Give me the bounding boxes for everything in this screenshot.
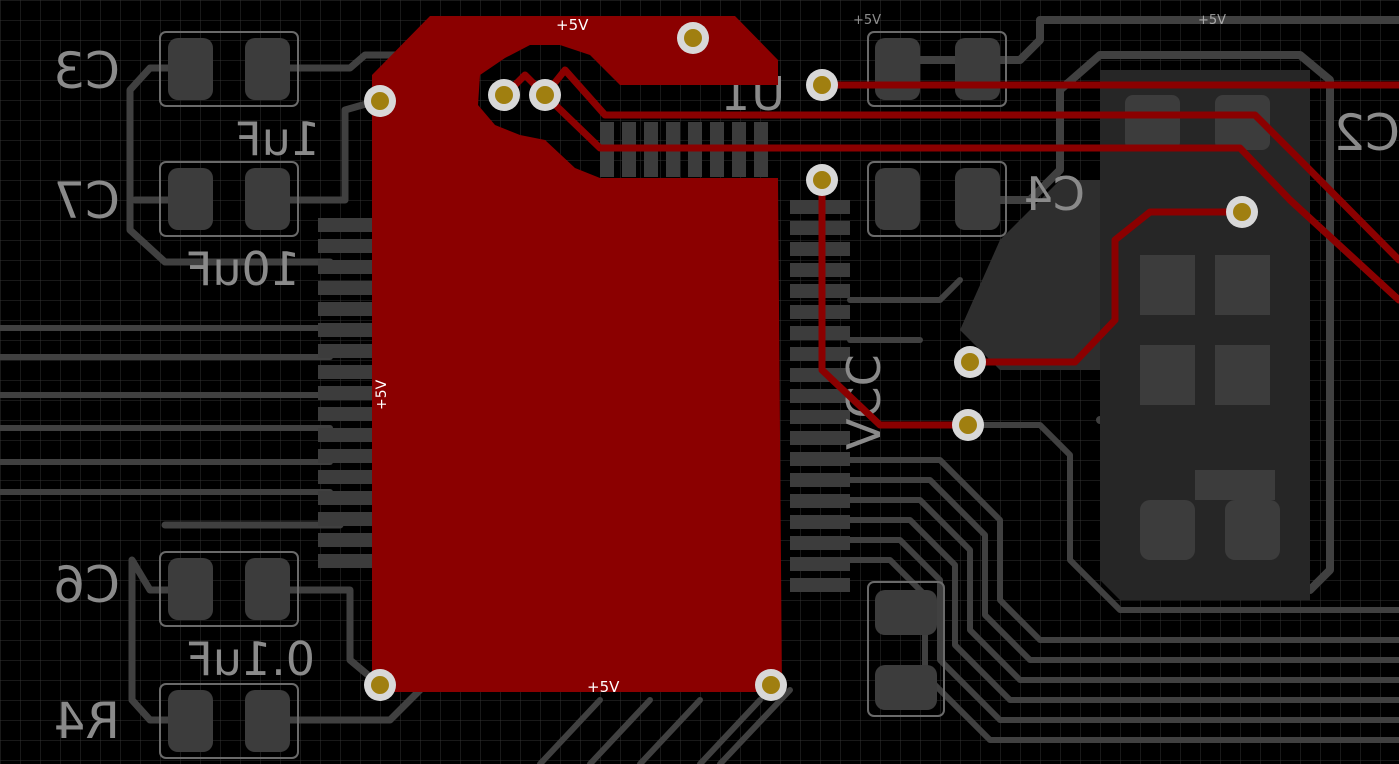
- smd-pad-icon: [245, 690, 290, 752]
- smd-pad-icon: [318, 554, 373, 568]
- smd-pad-icon: [1140, 255, 1195, 315]
- smd-pad-icon: [318, 533, 373, 547]
- smd-pad-icon: [318, 218, 373, 232]
- c6-value-label: 0.1uF: [186, 632, 315, 686]
- c3-label: C3: [53, 42, 120, 100]
- via-icon[interactable]: [488, 79, 520, 111]
- smd-pad-icon: [1140, 345, 1195, 405]
- smd-pad-icon: [318, 302, 373, 316]
- via-icon[interactable]: [677, 22, 709, 54]
- smd-pad-icon: [790, 578, 850, 592]
- smd-pad-icon: [318, 365, 373, 379]
- smd-pad-icon: [790, 515, 850, 529]
- via-icon[interactable]: [529, 79, 561, 111]
- smd-pad-icon: [875, 168, 920, 230]
- smd-pad-icon: [245, 38, 290, 100]
- smd-pad-icon: [318, 512, 373, 526]
- smd-pad-icon: [318, 386, 373, 400]
- net-labels: +5V +5V +5V +5V +5V: [374, 13, 1226, 696]
- smd-pad-icon: [245, 558, 290, 620]
- via-icon[interactable]: [364, 85, 396, 117]
- net-label-bottom: +5V: [587, 678, 620, 696]
- c7-value-label: 10uF: [186, 242, 300, 296]
- smd-pad-icon: [318, 344, 373, 358]
- smd-pad-icon: [790, 431, 850, 445]
- smd-pad-icon: [168, 558, 213, 620]
- smd-pad-icon: [318, 470, 373, 484]
- via-icon[interactable]: [364, 669, 396, 701]
- c2-label: C2: [1333, 104, 1399, 162]
- smd-pad-icon: [318, 428, 373, 442]
- r4-label: R4: [53, 692, 120, 750]
- smd-pad-icon: [790, 494, 850, 508]
- smd-pad-icon: [318, 281, 373, 295]
- smd-pad-icon: [790, 452, 850, 466]
- vias[interactable]: [364, 22, 1258, 701]
- smd-pad-icon: [245, 168, 290, 230]
- smd-pad-icon: [168, 690, 213, 752]
- smd-pad-icon: [318, 449, 373, 463]
- c6-label: C6: [53, 556, 120, 614]
- smd-pad-icon: [1125, 95, 1180, 150]
- smd-pad-icon: [318, 491, 373, 505]
- smd-pad-icon: [1215, 255, 1270, 315]
- smd-pad-icon: [790, 473, 850, 487]
- via-icon[interactable]: [1226, 196, 1258, 228]
- bottom-copper-layer: [0, 16, 1399, 764]
- smd-pad-icon: [790, 410, 850, 424]
- smd-pad-icon: [875, 38, 920, 100]
- smd-pad-icon: [790, 389, 850, 403]
- vcc-label: VCC: [837, 354, 891, 450]
- net-label-middle-vertical: +5V: [374, 379, 390, 410]
- smd-pad-icon: [790, 557, 850, 571]
- smd-pad-icon: [875, 665, 937, 710]
- smd-pad-icon: [1215, 345, 1270, 405]
- smd-pad-icon: [1225, 500, 1280, 560]
- smd-pad-icon: [955, 38, 1000, 100]
- silkscreen-layer: C3 1uF C7 10uF C6 0.1uF R4 C2 C4 U1 VCC: [53, 31, 1399, 759]
- smd-pad-icon: [318, 239, 373, 253]
- smd-pad-icon: [318, 323, 373, 337]
- net-label-top-right-1: +5V: [853, 13, 881, 28]
- top-copper-layer: [372, 16, 1399, 692]
- via-icon[interactable]: [755, 669, 787, 701]
- smd-pad-icon: [875, 590, 937, 635]
- ground-pour-5v[interactable]: [372, 16, 782, 692]
- via-icon[interactable]: [952, 409, 984, 441]
- smd-pad-icon: [955, 168, 1000, 230]
- c4-label: C4: [1024, 167, 1085, 221]
- smd-pad-icon: [790, 536, 850, 550]
- smd-pad-icon: [1215, 95, 1270, 150]
- c3-value-label: 1uF: [235, 112, 320, 166]
- via-icon[interactable]: [954, 346, 986, 378]
- net-label-top-right-2: +5V: [1198, 13, 1226, 28]
- via-icon[interactable]: [806, 164, 838, 196]
- smd-pad-icon: [318, 260, 373, 274]
- smd-pad-icon: [1140, 500, 1195, 560]
- smd-pad-icon: [318, 407, 373, 421]
- c7-label: C7: [53, 172, 120, 230]
- net-label-top: +5V: [556, 16, 589, 34]
- via-icon[interactable]: [806, 69, 838, 101]
- smd-pad-icon: [168, 168, 213, 230]
- smd-pad-icon: [168, 38, 213, 100]
- smd-pad-icon: [1195, 470, 1275, 500]
